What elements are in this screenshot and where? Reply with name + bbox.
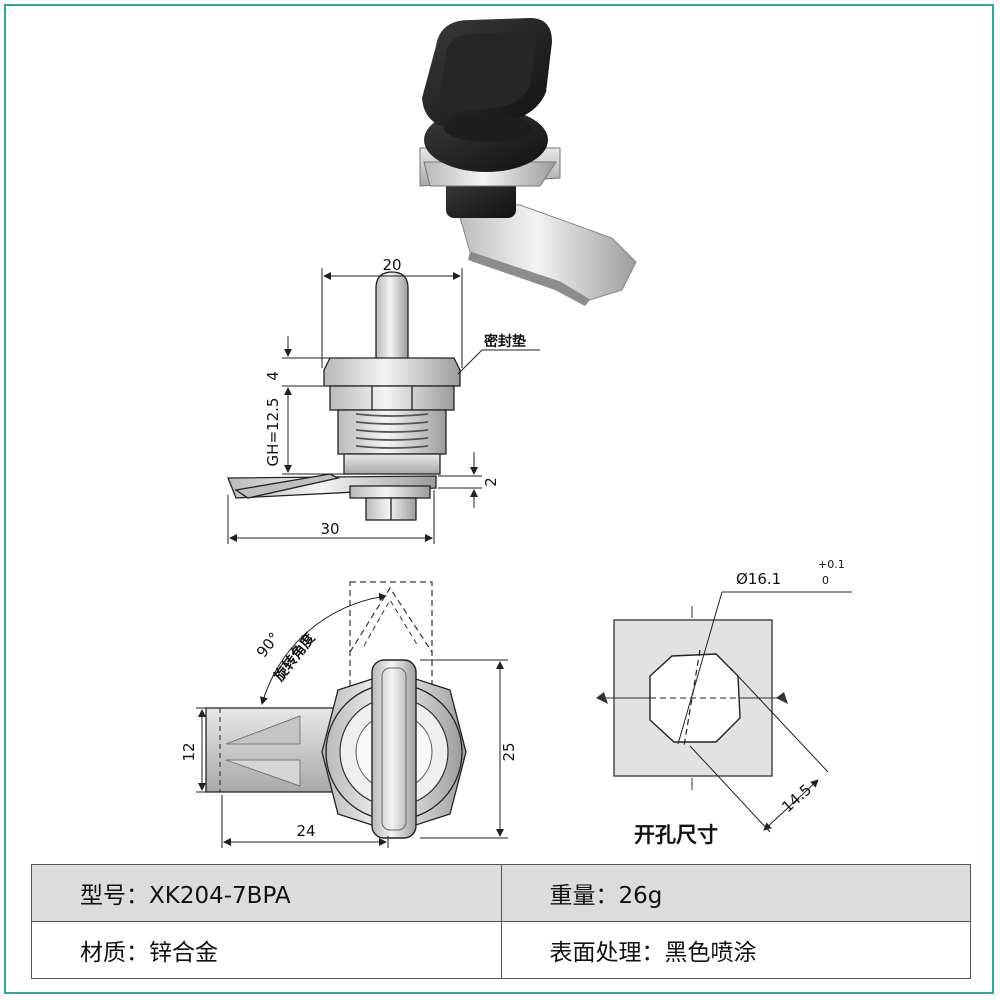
dim-2-label: 2 — [482, 477, 500, 487]
side-view-dimensions — [227, 268, 540, 544]
tol-upper-label: +0.1 — [818, 558, 845, 571]
gasket-label: 密封垫 — [483, 333, 526, 350]
spec-row: 材质：锌合金 表面处理：黑色喷涂 — [31, 921, 971, 979]
front-view — [205, 581, 467, 839]
spec-model: 型号：XK204-7BPA — [31, 864, 502, 922]
spec-material: 材质：锌合金 — [31, 921, 502, 979]
side-view — [227, 271, 461, 521]
cutout-size-label: 开孔尺寸 — [634, 823, 718, 847]
dim-25-label: 25 — [500, 742, 518, 761]
spec-table: 型号：XK204-7BPA 重量：26g 材质：锌合金 表面处理：黑色喷涂 — [31, 864, 971, 979]
dim-diameter-label: Ø16.1 — [736, 570, 781, 588]
spec-finish: 表面处理：黑色喷涂 — [500, 921, 971, 979]
spec-weight: 重量：26g — [500, 864, 971, 922]
dim-flat-label: 14.5 — [778, 780, 815, 816]
dim-length-label: 30 — [320, 520, 339, 538]
dim-4-label: 4 — [264, 371, 282, 381]
spec-row: 型号：XK204-7BPA 重量：26g — [31, 864, 971, 922]
technical-drawing: 20 30 4 GH=12.5 2 密封垫 90° 旋转角度 — [180, 18, 852, 848]
dim-width-label: 20 — [382, 256, 401, 274]
product-photo — [419, 18, 637, 306]
cutout-dimensions — [677, 591, 852, 833]
dim-gh-label: GH=12.5 — [264, 398, 282, 467]
dim-12-label: 12 — [180, 742, 198, 761]
front-view-dimensions — [196, 592, 508, 848]
dim-angle-label: 90° — [253, 629, 284, 661]
cutout-view — [596, 606, 788, 790]
tol-lower-label: 0 — [822, 574, 829, 587]
dim-24-label: 24 — [296, 822, 315, 840]
